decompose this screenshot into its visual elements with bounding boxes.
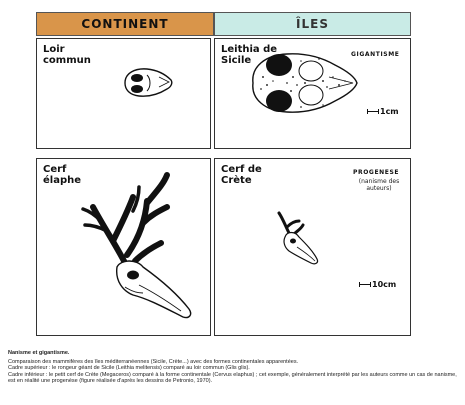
header-continent: CONTINENT bbox=[36, 12, 214, 36]
scale-bar bbox=[359, 282, 371, 287]
giant-dormouse-skull-icon bbox=[243, 47, 363, 119]
scale-label: 10cm bbox=[372, 280, 396, 289]
dormouse-skull-icon bbox=[121, 65, 175, 101]
scale-1cm: 1cm bbox=[367, 107, 399, 116]
caption-title: Nanisme et gigantisme. bbox=[8, 350, 460, 357]
figure-caption: Nanisme et gigantisme. Comparaison des m… bbox=[8, 350, 460, 385]
red-deer-skull-icon bbox=[77, 163, 207, 333]
scale-bar bbox=[367, 109, 379, 114]
header-iles: ÎLES bbox=[214, 12, 411, 36]
cretan-deer-skull-icon bbox=[275, 211, 323, 267]
panel-title-cerf-crete: Cerf de Crète bbox=[221, 164, 262, 186]
caption-line: Cadre inférieur : le petit cerf de Crète… bbox=[8, 372, 460, 385]
panel-title-loir: Loir commun bbox=[43, 44, 91, 66]
caption-line: Cadre supérieur : le rongeur géant de Si… bbox=[8, 365, 460, 372]
caption-line: Comparaison des mammifères des îles médi… bbox=[8, 359, 460, 366]
scale-label: 1cm bbox=[380, 107, 399, 116]
progenese-subtitle: (nanisme des auteurs) bbox=[349, 178, 409, 192]
panel-title-cerf-elaphe: Cerf élaphe bbox=[43, 164, 81, 186]
panel-cerf-elaphe: Cerf élaphe bbox=[36, 158, 211, 336]
scale-10cm: 10cm bbox=[359, 280, 396, 289]
progenese-tag: PROGENESE bbox=[353, 169, 399, 176]
panel-cerf-crete: Cerf de Crète PROGENESE (nanisme des aut… bbox=[214, 158, 411, 336]
panel-loir-commun: Loir commun bbox=[36, 38, 211, 149]
panel-leithia-sicile: Leithia de Sicile GIGANTISME 1cm bbox=[214, 38, 411, 149]
